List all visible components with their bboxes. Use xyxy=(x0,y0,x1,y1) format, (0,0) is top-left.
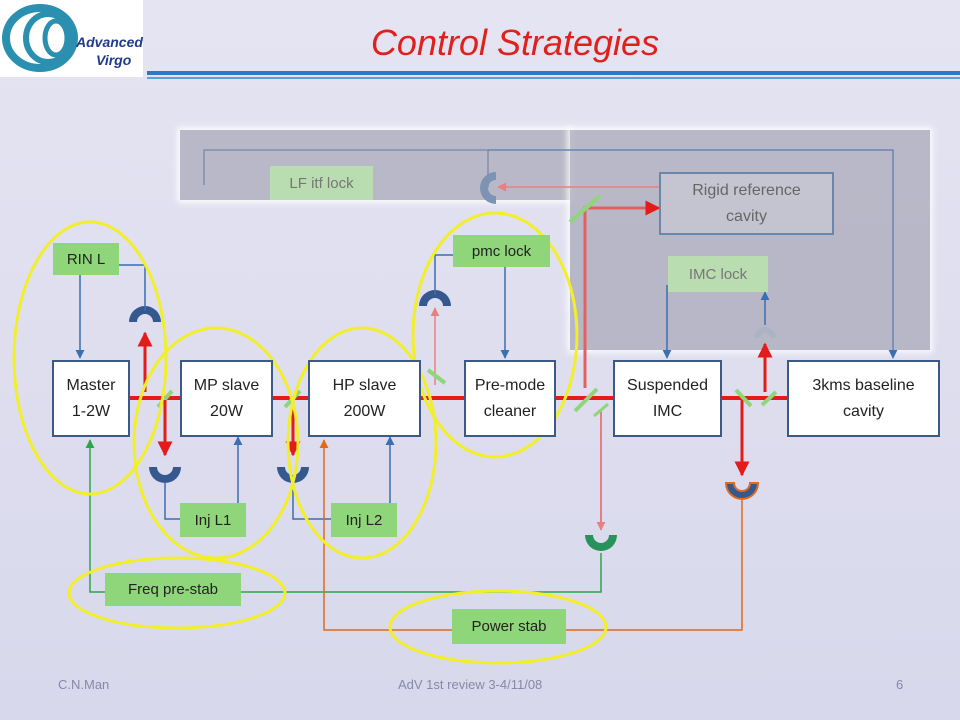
title-rule xyxy=(147,71,960,75)
rin-loop-tag: RIN L xyxy=(53,243,119,275)
footer-author: C.N.Man xyxy=(58,677,110,692)
inj2-signal-line xyxy=(292,482,331,520)
power-stab-tag: Power stab xyxy=(452,609,566,644)
suspended-imc-box: Suspended IMC xyxy=(613,360,722,437)
freq-detector-icon xyxy=(585,535,617,551)
rigid-reference-cavity-box: Rigid reference cavity xyxy=(659,172,834,235)
mirror-pmc xyxy=(426,368,447,385)
advanced-virgo-logo: Advanced Virgo xyxy=(0,0,143,77)
inj1-detector-icon xyxy=(149,467,181,483)
freq-loop-line xyxy=(85,439,602,593)
footer-page-number: 6 xyxy=(896,677,904,692)
mp-slave-label-2: 20W xyxy=(210,402,243,420)
power-detector-icon xyxy=(724,482,760,500)
master-label-2: 1-2W xyxy=(71,402,111,420)
pmc-label-1: Pre-mode xyxy=(474,376,546,394)
lf-itf-lock-tag: LF itf lock xyxy=(270,166,373,200)
master-laser-box: Master 1-2W xyxy=(52,360,130,437)
lf-loop-line xyxy=(203,149,489,187)
highlight-pmc xyxy=(411,211,579,459)
slide-title: Control Strategies xyxy=(370,22,660,63)
pmc-signal-line xyxy=(434,254,453,295)
imc-label-2: IMC xyxy=(652,402,683,420)
reference-panel xyxy=(570,130,930,350)
mirror-imc-out xyxy=(760,390,778,407)
logo-swirl-icon xyxy=(2,4,78,72)
pmc-detector-icon xyxy=(419,290,451,306)
imc-label-1: Suspended xyxy=(627,376,708,394)
highlight-freq xyxy=(67,556,287,630)
cavity-label-1: 3kms baseline xyxy=(812,376,915,394)
lf-detector-icon xyxy=(480,172,496,204)
title-rule-thin xyxy=(147,77,960,79)
rin-detector-icon xyxy=(129,306,161,322)
highlight-inj2 xyxy=(286,326,438,560)
imc-detector-icon xyxy=(754,327,776,338)
mirror-power xyxy=(734,388,753,408)
mp-slave-box: MP slave 20W xyxy=(180,360,273,437)
master-label-1: Master xyxy=(66,376,116,394)
ref-cavity-label-1: Rigid reference xyxy=(692,181,801,199)
pmc-label-2: cleaner xyxy=(483,402,537,420)
inj2-detector-icon xyxy=(277,467,309,483)
footer-event: AdV 1st review 3-4/11/08 xyxy=(398,677,543,692)
mirror-pmc-out xyxy=(573,387,599,413)
ref-cavity-label-2: cavity xyxy=(726,207,767,225)
inj-l1-tag: Inj L1 xyxy=(180,503,246,537)
baseline-cavity-box: 3kms baseline cavity xyxy=(787,360,940,437)
mirror-ref xyxy=(568,194,602,224)
hp-slave-label-2: 200W xyxy=(343,402,386,420)
freq-pre-stab-tag: Freq pre-stab xyxy=(105,573,241,606)
imc-lock-tag: IMC lock xyxy=(668,256,768,292)
pre-mode-cleaner-box: Pre-mode cleaner xyxy=(464,360,556,437)
highlight-inj1 xyxy=(132,326,300,560)
pmc-lock-tag: pmc lock xyxy=(453,235,550,267)
inj-l2-tag: Inj L2 xyxy=(331,503,397,537)
hp-slave-label-1: HP slave xyxy=(332,376,397,394)
highlight-rin xyxy=(12,220,168,496)
highlight-power xyxy=(388,589,608,665)
inj1-signal-line xyxy=(164,482,180,520)
logo-text-virgo: Virgo xyxy=(96,52,132,68)
mp-slave-label-1: MP slave xyxy=(193,376,260,394)
cavity-label-2: cavity xyxy=(843,402,884,420)
logo-text-advanced: Advanced xyxy=(76,34,143,50)
lf-to-cavity-line xyxy=(488,149,898,359)
mirror-freq xyxy=(593,402,609,418)
rin-signal-line xyxy=(119,264,146,311)
hp-slave-box: HP slave 200W xyxy=(308,360,421,437)
